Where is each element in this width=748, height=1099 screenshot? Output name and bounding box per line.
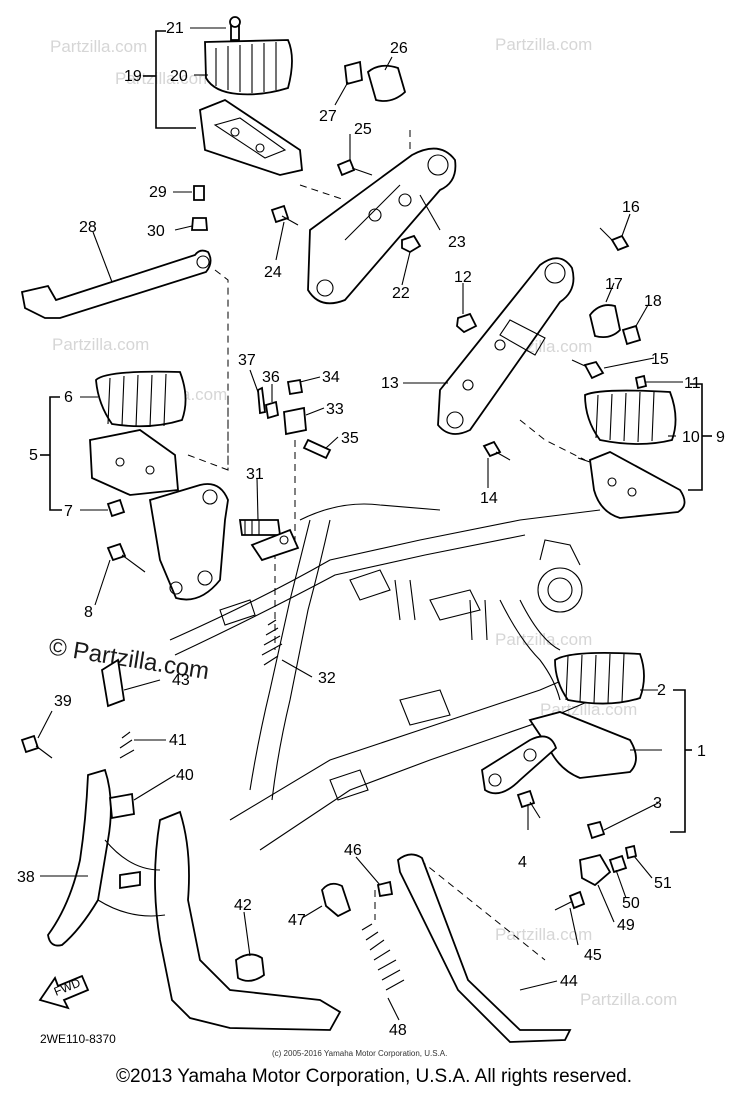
footrest-assembly-19 <box>199 16 303 176</box>
callout-24: 24 <box>264 264 282 281</box>
callout-29: 29 <box>149 184 167 201</box>
callout-19: 19 <box>124 68 142 85</box>
callout-43: 43 <box>172 672 190 689</box>
frame-outline <box>169 503 616 851</box>
callout-16: 16 <box>622 199 640 216</box>
callout-4: 4 <box>518 854 527 871</box>
footrest-assembly-9 <box>577 389 686 519</box>
callout-49: 49 <box>617 917 635 934</box>
watermark: Partzilla.com <box>115 69 212 88</box>
callout-35: 35 <box>341 430 359 447</box>
center-stand-38 <box>20 658 342 1031</box>
footrest-bracket-8 <box>106 483 229 601</box>
watermark: Partzilla.com <box>495 925 592 944</box>
callout-36: 36 <box>262 369 280 386</box>
callout-40: 40 <box>176 767 194 784</box>
side-stand-44 <box>321 844 638 1043</box>
callout-30: 30 <box>147 223 165 240</box>
callout-9: 9 <box>716 429 725 446</box>
callout-50: 50 <box>622 895 640 912</box>
callout-3: 3 <box>653 795 662 812</box>
callout-42: 42 <box>234 897 252 914</box>
callout-25: 25 <box>354 121 372 138</box>
callout-18: 18 <box>644 293 662 310</box>
bolts-22-24-25 <box>270 158 422 254</box>
leader-lines <box>37 27 683 1021</box>
callout-5: 5 <box>29 447 38 464</box>
callout-12: 12 <box>454 269 472 286</box>
callout-13: 13 <box>381 375 399 392</box>
watermark: Partzilla.com <box>52 335 149 354</box>
hardware-11-18 <box>456 227 648 461</box>
exploded-parts-diagram: Partzilla.com Partzilla.com Partzilla.co… <box>17 16 725 1058</box>
callout-28: 28 <box>79 219 97 236</box>
callout-39: 39 <box>54 693 72 710</box>
watermark: Partzilla.com <box>50 37 147 56</box>
callout-1: 1 <box>697 743 706 760</box>
callout-26: 26 <box>390 40 408 57</box>
callout-47: 47 <box>288 912 306 929</box>
callout-7: 7 <box>64 503 73 520</box>
assembly-lines <box>187 130 586 961</box>
callout-27: 27 <box>319 108 337 125</box>
brake-pedal-28 <box>20 249 212 319</box>
watermark: Partzilla.com <box>580 990 677 1009</box>
callout-31: 31 <box>246 466 264 483</box>
callout-20: 20 <box>170 68 188 85</box>
callout-8: 8 <box>84 604 93 621</box>
watermark: Partzilla.com <box>495 630 592 649</box>
callout-45: 45 <box>584 947 602 964</box>
callout-46: 46 <box>344 842 362 859</box>
forward-arrow: FWD <box>38 974 90 1010</box>
callout-23: 23 <box>448 234 466 251</box>
callout-22: 22 <box>392 285 410 302</box>
footrest-plate-13 <box>437 257 575 435</box>
footrest-assembly-1 <box>481 651 645 840</box>
callout-44: 44 <box>560 973 578 990</box>
small-copyright: (c) 2005-2016 Yamaha Motor Corporation, … <box>272 1049 447 1058</box>
footrest-plate-23 <box>307 147 457 305</box>
callout-brackets <box>40 30 712 833</box>
brake-shaft-31-37 <box>238 378 332 666</box>
callout-15: 15 <box>651 351 669 368</box>
callout-6: 6 <box>64 389 73 406</box>
callout-14: 14 <box>480 490 498 507</box>
callout-37: 37 <box>238 352 256 369</box>
bushing-26-27 <box>344 60 407 102</box>
diagram-code: 2WE110-8370 <box>40 1032 116 1046</box>
callout-51: 51 <box>654 875 672 892</box>
bolt-29-washer-30 <box>191 185 208 231</box>
callout-38: 38 <box>17 869 35 886</box>
callout-11: 11 <box>684 375 701 392</box>
callout-21: 21 <box>166 20 184 37</box>
callout-33: 33 <box>326 401 344 418</box>
copyright-footer: ©2013 Yamaha Motor Corporation, U.S.A. A… <box>116 1066 632 1087</box>
watermark: Partzilla.com <box>495 35 592 54</box>
callout-41: 41 <box>169 732 187 749</box>
callout-2: 2 <box>657 682 666 699</box>
footrest-assembly-5 <box>89 370 187 518</box>
callout-32: 32 <box>318 670 336 687</box>
callout-34: 34 <box>322 369 340 386</box>
callout-48: 48 <box>389 1022 407 1039</box>
callout-numbers: 21 20 19 26 27 25 29 30 28 23 24 22 12 1… <box>17 20 725 1039</box>
callout-10: 10 <box>682 429 700 446</box>
callout-17: 17 <box>605 276 623 293</box>
